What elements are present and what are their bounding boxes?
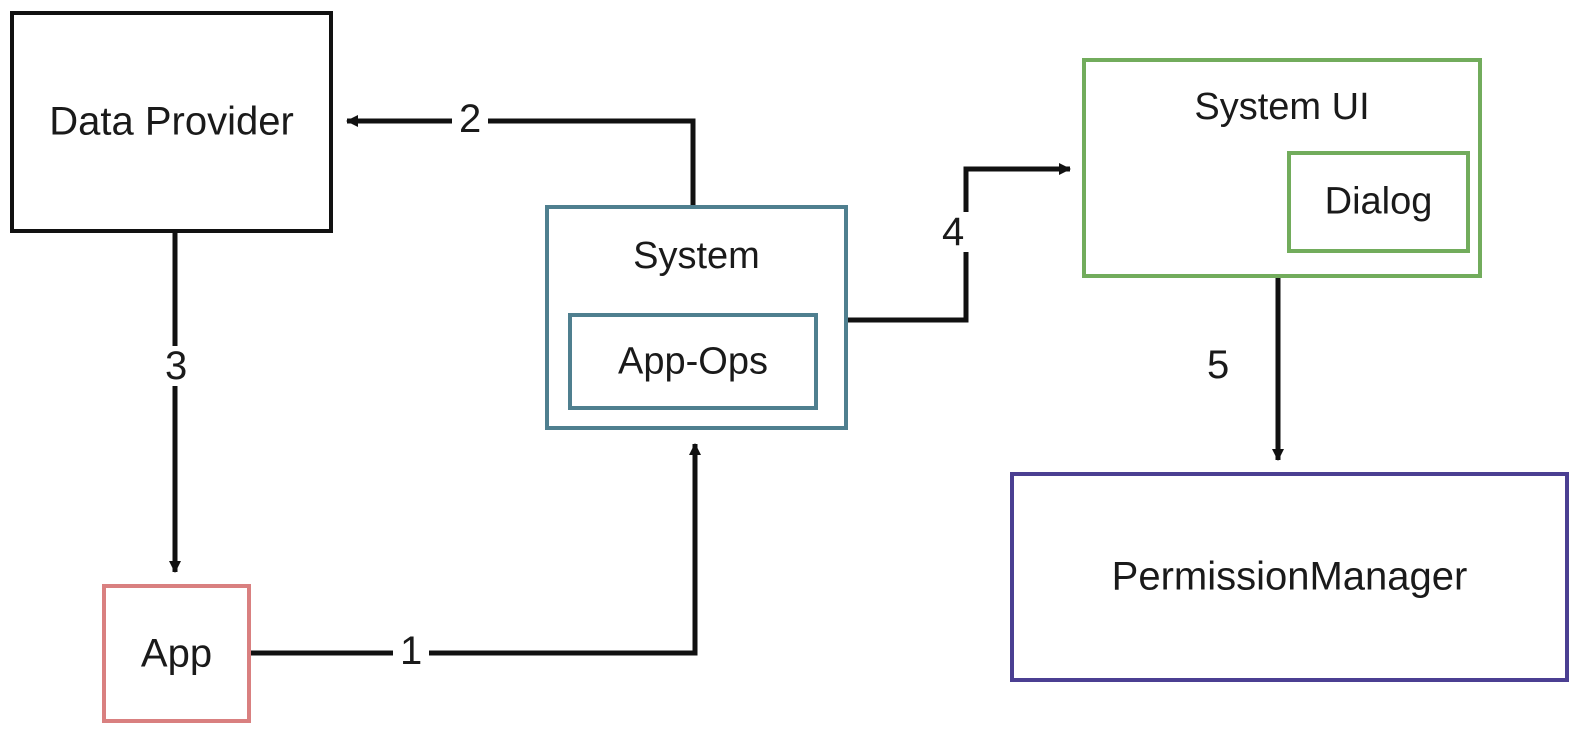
edge-2-path: [346, 115, 696, 205]
edge-label-1: 1: [393, 631, 430, 671]
node-app-label: App: [140, 631, 213, 675]
node-system-ui-label: System UI: [1194, 86, 1370, 128]
node-data-provider[interactable]: Data Provider: [10, 11, 333, 233]
node-data-provider-label: Data Provider: [49, 99, 294, 144]
node-app-ops-label: App-Ops: [618, 340, 768, 382]
node-app-ops[interactable]: App-Ops: [568, 313, 818, 410]
edge-label-4: 4: [935, 212, 972, 252]
node-dialog-label: Dialog: [1324, 180, 1433, 223]
edge-label-2: 2: [452, 99, 489, 139]
node-system-label: System: [633, 235, 760, 277]
node-permission-manager-label: PermissionManager: [1111, 554, 1468, 599]
node-dialog[interactable]: Dialog: [1287, 151, 1470, 253]
edge-1-path: [251, 443, 701, 656]
node-permission-manager[interactable]: PermissionManager: [1010, 472, 1569, 682]
edge-label-3: 3: [158, 346, 195, 386]
node-app[interactable]: App: [102, 584, 251, 723]
edge-label-5: 5: [1200, 345, 1237, 385]
